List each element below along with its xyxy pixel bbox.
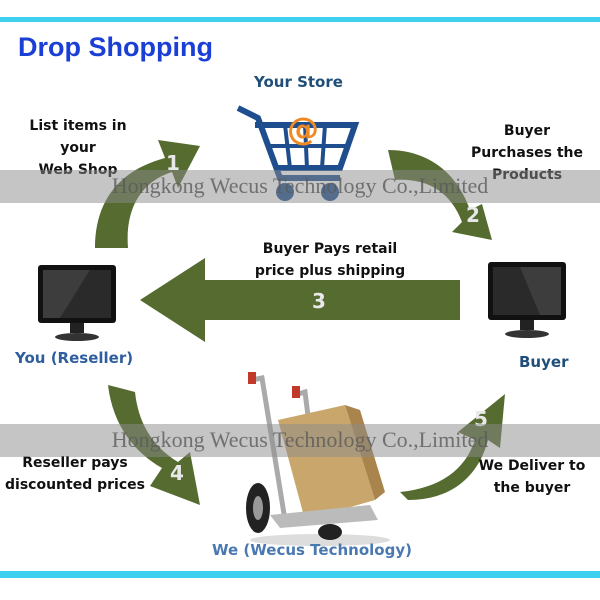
step-3-label: Buyer Pays retail price plus shipping xyxy=(250,238,410,282)
arrow-step-3: 3 xyxy=(140,258,460,342)
step-5-line: We Deliver to xyxy=(478,458,586,474)
watermark-text-top: Hongkong Wecus Technology Co.,Limited xyxy=(111,173,489,198)
node-reseller: You (Reseller) xyxy=(15,349,134,367)
step-5-line: the buyer xyxy=(493,480,571,496)
watermark-band-bottom xyxy=(0,424,600,457)
node-buyer: Buyer xyxy=(519,353,569,371)
step-4-number: 4 xyxy=(170,461,184,485)
step-1-line: List items in xyxy=(29,118,127,134)
node-your-store: Your Store xyxy=(254,73,343,91)
step-4-line: Reseller pays xyxy=(22,455,128,471)
bottom-accent-bar xyxy=(0,571,600,578)
step-2-line: Buyer xyxy=(503,123,551,139)
hand-truck-box-icon xyxy=(246,372,390,546)
step-4-line: discounted prices xyxy=(5,477,145,493)
node-wecus: We (Wecus Technology) xyxy=(212,541,412,559)
step-2-number: 2 xyxy=(466,203,480,227)
step-1-number: 1 xyxy=(166,151,180,175)
at-sign-icon: @ xyxy=(287,110,319,148)
buyer-monitor-icon xyxy=(488,262,566,338)
arrow-step-1: 1 xyxy=(95,140,200,248)
step-3-number: 3 xyxy=(312,289,326,313)
reseller-monitor-icon xyxy=(38,265,116,341)
step-3-line: price plus shipping xyxy=(254,263,406,279)
watermark-text-bottom: Hongkong Wecus Technology Co.,Limited xyxy=(111,427,489,452)
watermark-band-top xyxy=(0,170,600,203)
step-3-line: Buyer Pays retail xyxy=(262,241,398,257)
page-title: Drop Shopping xyxy=(18,32,213,62)
top-accent-bar xyxy=(0,17,600,22)
step-4-label: Reseller pays discounted prices xyxy=(5,452,145,496)
step-2-line: Purchases the xyxy=(470,145,584,161)
step-1-line: your xyxy=(60,140,96,156)
step-5-label: We Deliver to the buyer xyxy=(472,455,592,499)
